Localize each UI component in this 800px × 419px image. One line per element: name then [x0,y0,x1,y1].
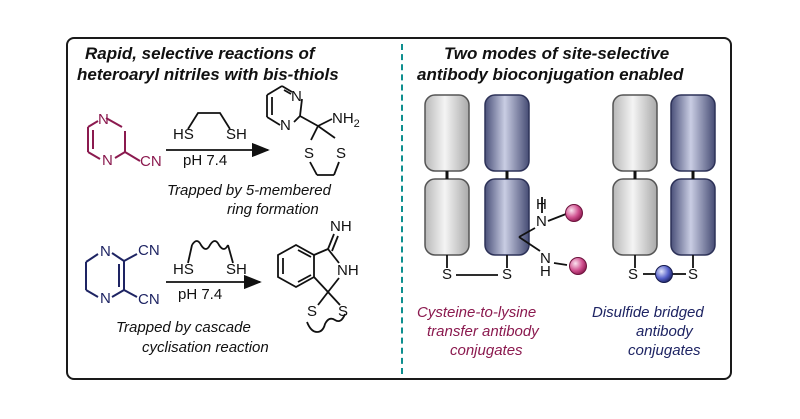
isoindoline-spiro-product [277,233,346,333]
c1-caption-line3: conjugates [450,342,523,359]
r1-product-nh2-text: NH [332,110,354,127]
r1-product-s1: S [304,145,315,162]
r1-caption-line2: ring formation [227,201,319,218]
heavy-chain-upper-2 [670,94,716,172]
r1-condition: pH 7.4 [183,152,228,169]
r2-caption-line1: Trapped by cascade [116,319,251,336]
r1-product-n2: N [280,117,291,134]
c1-s-left: S [442,266,453,283]
r2-sm-atom-n2: N [100,290,111,307]
antibody-conjugate-2 [612,94,716,283]
right-title-line1: Two modes of site-selective [444,44,670,63]
r2-reagent-hs: HS [173,261,194,278]
pyrimidine-nitrile-structure [87,117,141,162]
light-chain-lower-2 [612,178,658,256]
r2-product-s1: S [307,303,318,320]
c2-s-right: S [688,266,699,283]
c2-s-left: S [628,266,639,283]
r1-product-n1: N [291,88,302,105]
c1-amine1: N [536,213,547,230]
r2-sm-cn-1: CN [138,242,160,259]
bridge-bead [655,265,673,283]
light-chain-upper-1 [424,94,470,172]
r2-product-nh-ring: NH [337,262,359,279]
c2-caption-line3: conjugates [628,342,701,359]
r2-sm-atom-n1: N [100,243,111,260]
r1-sm-atom-n2: N [102,152,113,169]
payload-bead-1 [565,204,583,222]
heavy-chain-lower-2 [670,178,716,256]
heavy-chain-upper-1 [484,94,530,172]
r2-product-nh-imine: NH [330,218,352,235]
r2-caption-line2: cyclisation reaction [142,339,269,356]
heavy-chain-lower-1 [484,178,530,256]
panel-divider [401,44,403,374]
left-title-line1: Rapid, selective reactions of [85,44,315,63]
ethanedithiol-reagent [187,112,231,130]
r2-condition: pH 7.4 [178,286,223,303]
r1-sm-cn: CN [140,153,162,170]
r2-reagent-sh: SH [226,261,247,278]
dithiolane-aminopyrimidine-product [266,85,340,176]
c2-caption-line2: antibody [636,323,693,340]
c2-caption-line1: Disulfide bridged [592,304,704,321]
pyrazine-dinitrile-structure [85,252,138,298]
light-chain-upper-2 [612,94,658,172]
r1-product-s2: S [336,145,347,162]
left-title-line2: heteroaryl nitriles with bis-thiols [77,65,339,84]
c1-s-right: S [502,266,513,283]
r1-reagent-sh: SH [226,126,247,143]
wavy-dithiol-reagent [187,240,234,264]
r2-sm-cn-2: CN [138,291,160,308]
c1-amine1-h: H [536,196,547,213]
r1-sm-atom-n1: N [98,111,109,128]
c1-caption-line2: transfer antibody [427,323,539,340]
light-chain-lower-1 [424,178,470,256]
c1-amine2: N [540,250,551,267]
r1-reagent-hs: HS [173,126,194,143]
r1-product-nh2-sub: 2 [353,118,360,130]
r1-product-nh2: NH2 [332,110,360,130]
payload-bead-2 [569,257,587,275]
c1-amine2-h: H [540,263,551,280]
right-title-line2: antibody bioconjugation enabled [417,65,684,84]
antibody-conjugate-1 [424,94,587,276]
r1-caption-line1: Trapped by 5-membered [167,182,331,199]
r2-product-s2: S [338,303,349,320]
c1-caption-line1: Cysteine-to-lysine [417,304,537,321]
